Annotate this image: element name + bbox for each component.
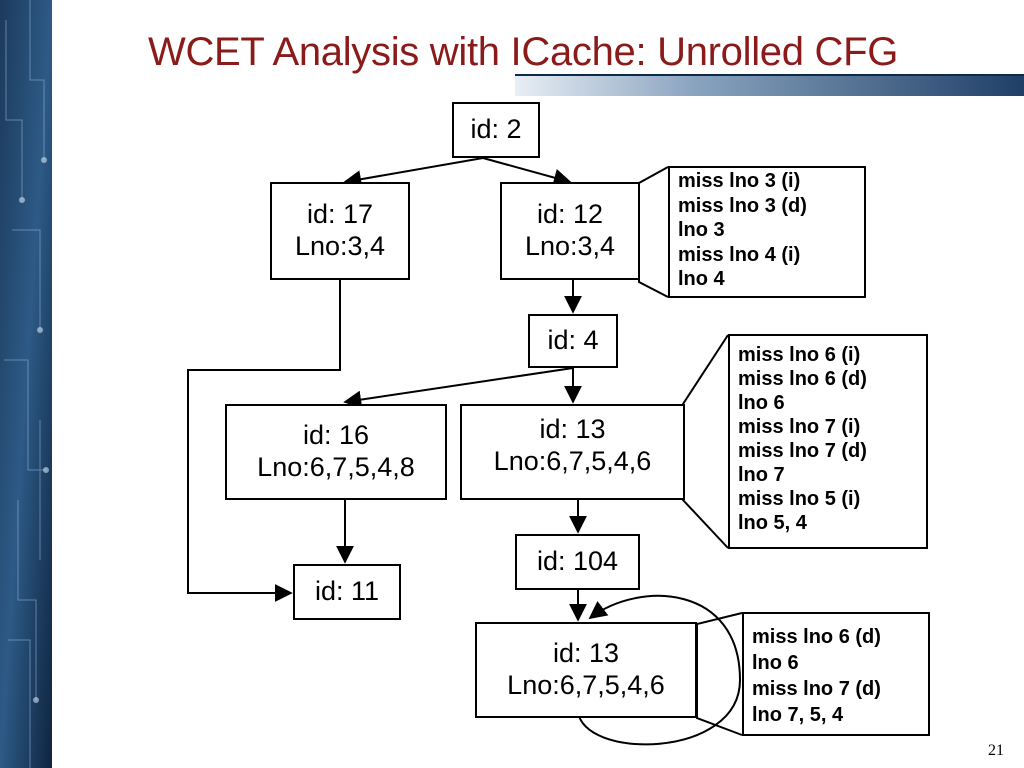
- note-line: lno 7: [738, 464, 785, 486]
- note-line: miss lno 7 (i): [738, 416, 861, 438]
- edge-4-16: [343, 367, 574, 409]
- node-id-label: id: 16: [302, 420, 370, 451]
- circuit-background-strip: [0, 0, 52, 768]
- page-number: 21: [988, 742, 1004, 759]
- node-id-2: id: 2: [452, 102, 540, 158]
- node-lno-label: Lno:3,4: [294, 231, 386, 261]
- node-id-label: id: 104: [536, 546, 619, 577]
- edge-2-12: [482, 157, 572, 187]
- note-line: lno 6: [752, 652, 799, 674]
- note-line: lno 5, 4: [738, 512, 807, 534]
- node-id-label: id: 11: [314, 576, 380, 607]
- node-id-13-first: id: 13 Lno:6,7,5,4,6: [460, 404, 685, 500]
- cache-note-node-12: miss lno 3 (i) miss lno 3 (d) lno 3 miss…: [668, 166, 866, 298]
- edge-17-11: [187, 280, 341, 602]
- node-id-16: id: 16 Lno:6,7,5,4,8: [225, 404, 447, 500]
- loop-edge-13b: [577, 594, 742, 746]
- callout-wedge-13b: [696, 612, 743, 736]
- node-id-104: id: 104: [515, 534, 640, 590]
- node-id-label: id: 17: [306, 199, 374, 230]
- note-line: miss lno 7 (d): [738, 440, 867, 462]
- note-line: miss lno 3 (i): [678, 170, 801, 192]
- node-id-label: id: 4: [547, 325, 599, 356]
- node-id-label: id: 13: [552, 638, 620, 669]
- note-line: miss lno 4 (i): [678, 243, 801, 266]
- node-lno-label: Lno:6,7,5,4,8: [257, 452, 415, 482]
- note-line: lno 6: [738, 392, 785, 414]
- node-id-11: id: 11: [293, 564, 401, 620]
- note-line: lno 4: [678, 268, 725, 290]
- cache-note-node-13-second: miss lno 6 (d) lno 6 miss lno 7 (d) lno …: [742, 612, 930, 736]
- note-line: lno 7, 5, 4: [752, 704, 844, 726]
- note-line: miss lno 7 (d): [752, 678, 881, 700]
- note-line: miss lno 6 (d): [752, 626, 881, 648]
- node-id-12: id: 12 Lno:3,4: [500, 182, 640, 280]
- node-lno-label: Lno:3,4: [524, 231, 616, 261]
- note-line: miss lno 6 (i): [738, 344, 861, 366]
- node-id-4: id: 4: [528, 314, 618, 368]
- edge-2-17: [343, 157, 484, 189]
- slide-title: WCET Analysis with ICache: Unrolled CFG: [148, 30, 899, 74]
- callout-wedge-12: [638, 166, 669, 298]
- note-line: lno 3: [678, 219, 725, 241]
- node-id-label: id: 12: [536, 199, 604, 230]
- node-id-17: id: 17 Lno:3,4: [270, 182, 410, 280]
- node-lno-label: Lno:6,7,5,4,6: [507, 670, 665, 700]
- callout-wedge-13a: [682, 334, 729, 549]
- node-id-label: id: 13: [539, 414, 606, 444]
- node-lno-label: Lno:6,7,5,4,6: [493, 445, 652, 476]
- header-accent-strip: [515, 74, 1024, 96]
- node-id-13-second: id: 13 Lno:6,7,5,4,6: [475, 622, 697, 718]
- note-line: miss lno 3 (d): [678, 194, 807, 217]
- node-id-label: id: 2: [470, 114, 522, 145]
- note-line: miss lno 6 (d): [738, 368, 867, 390]
- cache-note-node-13-first: miss lno 6 (i) miss lno 6 (d) lno 6 miss…: [728, 334, 928, 549]
- note-line: miss lno 5 (i): [738, 488, 861, 510]
